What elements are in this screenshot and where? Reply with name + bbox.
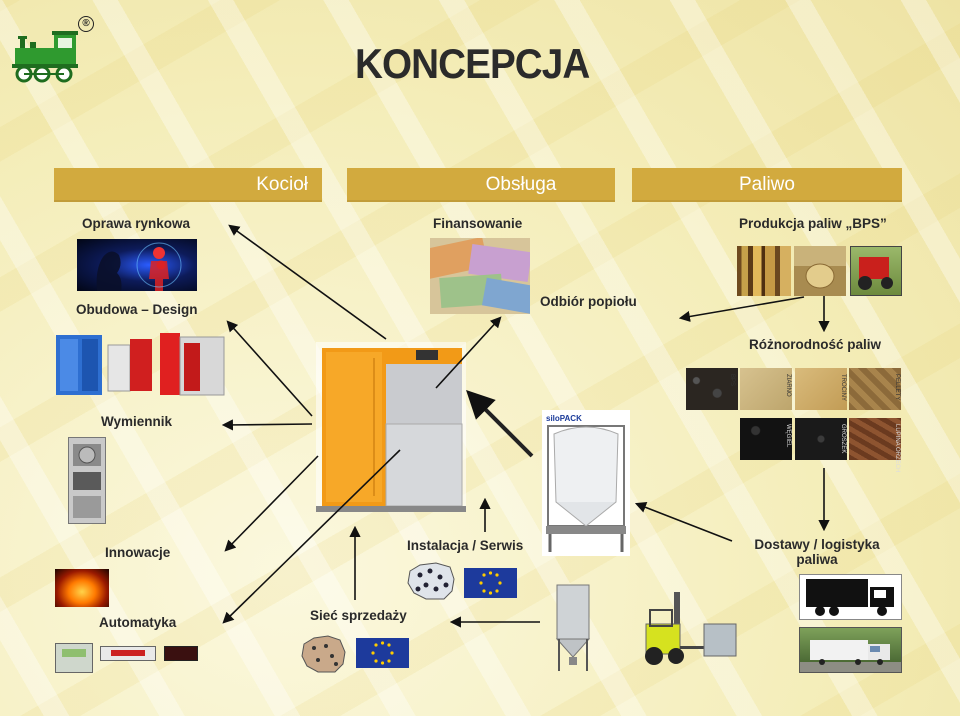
arrow-to-automatyka [224,450,400,622]
arrow-to-innowacje [226,456,318,550]
arrow-to-finansowanie [436,318,500,388]
arrow-to-odbior [681,297,804,318]
arrow-to-bag [637,504,732,541]
arrow-to-obudowa [228,322,312,416]
arrow-bag-to-boiler [470,394,532,456]
arrow-to-oprawa [230,226,386,339]
arrow-to-wymiennik [224,424,312,425]
